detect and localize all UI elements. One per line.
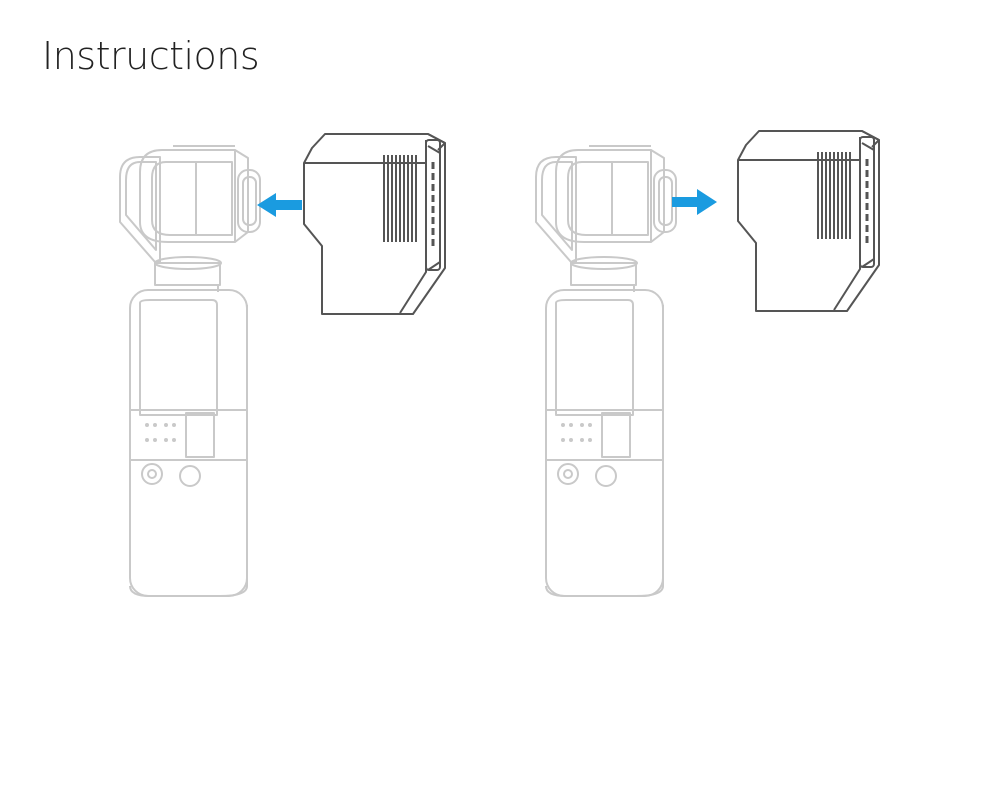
cover-vent-lines <box>383 155 417 242</box>
step-2-figure <box>516 0 936 640</box>
gimbal-device <box>535 145 677 597</box>
gimbal-button-dots <box>145 423 176 442</box>
page-title: Instructions <box>42 34 260 78</box>
protective-cover <box>303 133 446 315</box>
gimbal-camera-head <box>555 145 677 243</box>
gimbal-handle <box>129 289 248 597</box>
protective-cover <box>737 130 880 312</box>
gimbal-handle <box>545 289 664 597</box>
attach-arrow-icon <box>257 193 302 217</box>
gimbal-device <box>119 145 261 597</box>
gimbal-neck <box>570 256 638 292</box>
step-1-illustration <box>119 133 446 597</box>
gimbal-neck <box>154 256 222 292</box>
cover-vent-lines <box>817 152 851 239</box>
gimbal-camera-head <box>139 145 261 243</box>
step-1-figure <box>100 0 520 640</box>
detach-arrow-icon <box>672 189 717 215</box>
gimbal-button-dots <box>561 423 592 442</box>
step-2-illustration <box>535 130 880 597</box>
